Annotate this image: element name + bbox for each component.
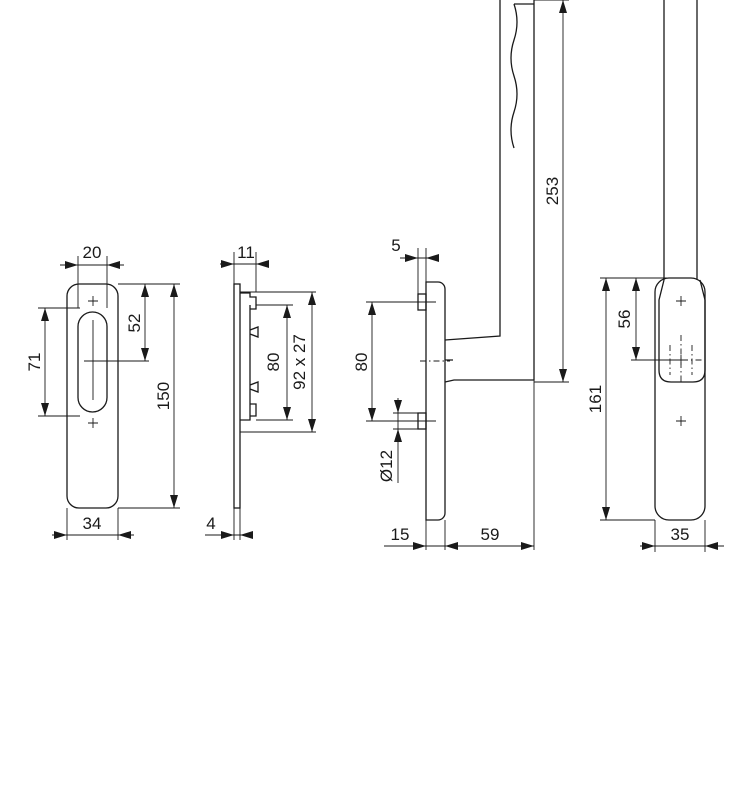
dim-label-161: 161: [586, 385, 605, 413]
handle-side-view: 5 80 Ø12 253 15 59: [352, 0, 569, 550]
dim-label-11: 11: [237, 243, 255, 262]
side-plate-profile: [240, 292, 259, 421]
dim-label-5: 5: [391, 236, 400, 255]
front-plate-outline: [66, 283, 119, 509]
dim-label-253: 253: [543, 177, 562, 205]
dim-label-52: 52: [125, 314, 144, 333]
handle-front-view: 56 161 35: [586, 0, 724, 552]
front-plate-slot: [77, 311, 108, 413]
handle-front-plate: [654, 277, 706, 521]
dim-label-59: 59: [481, 525, 500, 544]
dim-label-80-spacing: 80: [352, 353, 371, 372]
handle-grip-wave: [510, 3, 534, 149]
handle-front-crosses: [676, 296, 686, 426]
dim-label-80-inner: 80: [264, 353, 283, 372]
side-plate-view: 11 4 80 92 x 27: [205, 243, 316, 540]
dim-label-4: 4: [206, 514, 215, 533]
dim-label-34: 34: [83, 514, 102, 533]
handle-base-plate: [425, 281, 446, 521]
dim-label-92x27: 92 x 27: [290, 334, 309, 390]
dim-label-56: 56: [615, 310, 634, 329]
dim-label-35: 35: [671, 525, 690, 544]
dim-label-150: 150: [154, 382, 173, 410]
front-plate-crosses: [84, 296, 102, 428]
handle-lever: [444, 0, 535, 383]
side-plate-outline: [233, 283, 241, 509]
dim-label-71: 71: [25, 353, 44, 372]
dim-label-diameter-12: Ø12: [377, 450, 396, 482]
handle-front-lever: [658, 0, 706, 383]
dim-label-15: 15: [391, 525, 410, 544]
dim-label-20: 20: [83, 243, 102, 262]
front-plate-view: 52 20 71 150 34: [25, 243, 180, 540]
